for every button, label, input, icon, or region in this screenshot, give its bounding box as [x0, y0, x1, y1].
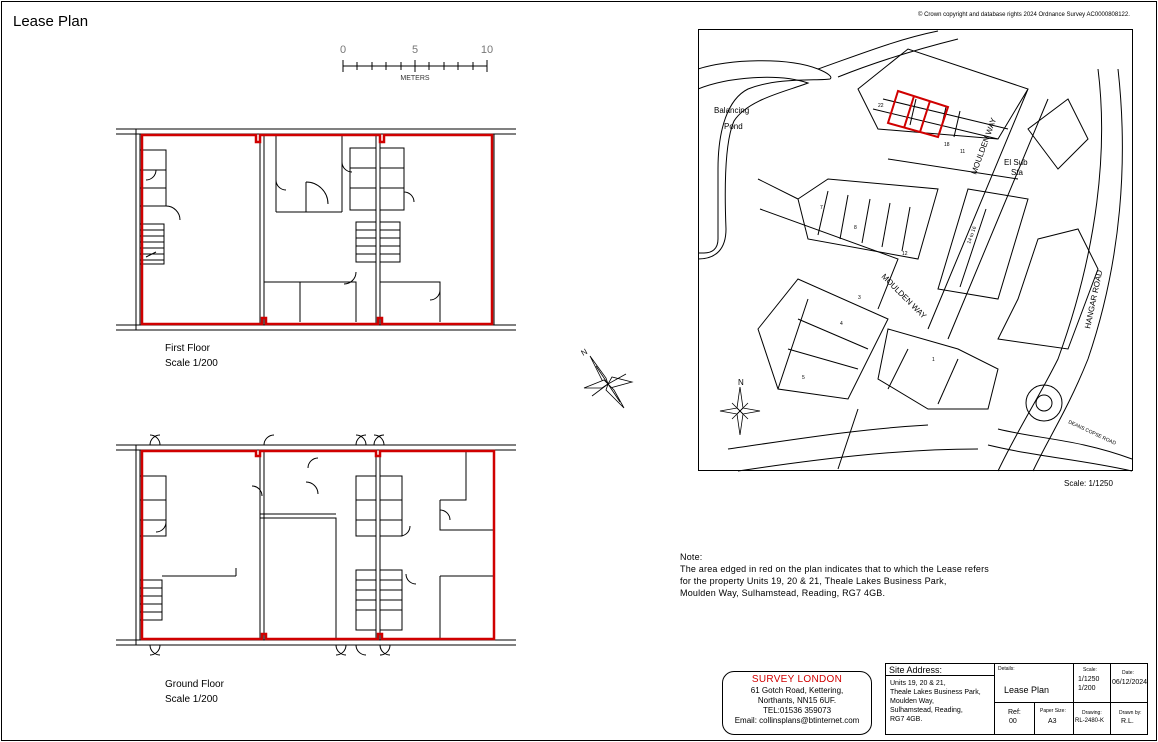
scale-tick-10: 10 — [481, 44, 493, 56]
site-address-line-4: Sulhamstead, Reading, — [890, 707, 963, 714]
scale-tick-0: 0 — [340, 44, 346, 56]
map-unit-4: 4 — [840, 321, 843, 327]
paper-size-label: Paper Size: — [1040, 708, 1066, 714]
map-unit-1: 1 — [932, 357, 935, 363]
site-address-line-2: Theale Lakes Business Park, — [890, 689, 981, 696]
map-unit-18: 18 — [944, 142, 950, 148]
drawn-by-label: Drawn by: — [1119, 710, 1142, 716]
location-map: Balancing Pond MOULDEN WAY MOULDEN WAY E… — [698, 29, 1133, 472]
title-block: Site Address: Units 19, 20 & 21, Theale … — [885, 663, 1148, 735]
site-address-line-3: Moulden Way, — [890, 698, 934, 705]
company-name: SURVEY LONDON — [751, 674, 843, 685]
company-email: Email: collinsplans@btinternet.com — [734, 716, 860, 725]
north-letter-mid: N — [580, 347, 590, 358]
note-heading: Note: — [680, 552, 703, 562]
page-title: Lease Plan — [13, 13, 89, 30]
company-box: SURVEY LONDON 61 Gotch Road, Kettering, … — [722, 671, 872, 735]
map-label-el-sub: El Sub — [1004, 158, 1028, 167]
map-unit-11: 11 — [960, 149, 965, 155]
date-value: 06/12/2024 — [1112, 679, 1148, 686]
note-line-1: The area edged in red on the plan indica… — [680, 564, 989, 574]
copyright-notice: © Crown copyright and database rights 20… — [918, 12, 1130, 18]
drawing-label: Drawing: — [1082, 710, 1102, 716]
north-arrow-icon: N — [580, 347, 634, 409]
company-phone: TEL:01536 359073 — [762, 706, 832, 715]
lease-note: Note: The area edged in red on the plan … — [680, 551, 989, 599]
ground-floor-plan — [116, 434, 516, 656]
map-scale: Scale: 1/1250 — [1064, 479, 1113, 488]
map-unit-3: 3 — [858, 295, 861, 301]
note-line-2: for the property Units 19, 20 & 21, Thea… — [680, 576, 947, 586]
lease-units-19-21-outline — [886, 89, 950, 139]
paper-size-value: A3 — [1048, 718, 1057, 725]
map-north-letter: N — [738, 378, 744, 387]
first-floor-plan — [116, 128, 516, 331]
scale-bar: 0 5 10 METERS — [340, 44, 493, 82]
ground-floor-scale: Scale 1/200 — [165, 694, 218, 705]
date-label: Date: — [1122, 670, 1134, 676]
map-north-arrow-icon — [719, 386, 761, 436]
scale-label: Scale: — [1083, 667, 1097, 673]
map-unit-22: 22 — [878, 103, 884, 109]
ref-value: 00 — [1009, 718, 1017, 725]
scale-tick-5: 5 — [412, 44, 418, 56]
scale-value-1: 1/1250 — [1078, 676, 1100, 683]
map-unit-12: 12 — [902, 251, 908, 257]
scale-unit: METERS — [400, 75, 430, 82]
company-address-1: 61 Gotch Road, Kettering, — [750, 686, 844, 695]
map-unit-7: 7 — [820, 205, 823, 211]
first-floor-scale: Scale 1/200 — [165, 358, 218, 369]
lease-boundary-ground-floor — [140, 449, 496, 641]
details-label: Details: — [998, 666, 1015, 672]
ground-floor-label: Ground Floor — [165, 679, 224, 690]
map-unit-8: 8 — [854, 225, 857, 231]
details-value: Lease Plan — [1004, 685, 1050, 695]
drawn-by-value: R.L. — [1121, 718, 1134, 725]
site-address-label: Site Address: — [889, 665, 943, 675]
scale-value-2: 1/200 — [1078, 685, 1096, 692]
ref-label: Ref: — [1008, 709, 1021, 716]
site-address-line-1: Units 19, 20 & 21, — [890, 680, 946, 687]
company-address-2: Northants, NN15 6UF. — [757, 696, 837, 705]
map-label-balancing: Balancing — [714, 106, 749, 115]
note-line-3: Moulden Way, Sulhamstead, Reading, RG7 4… — [680, 588, 886, 598]
map-label-sta: Sta — [1011, 168, 1024, 177]
map-unit-14-to-16: 14 to 16 — [966, 225, 978, 244]
drawing-value: RL-2480-K — [1075, 718, 1105, 724]
lease-boundary-first-floor — [140, 133, 494, 326]
map-label-pond: Pond — [724, 122, 743, 131]
map-unit-5: 5 — [802, 375, 805, 381]
first-floor-label: First Floor — [165, 343, 210, 354]
site-address-line-5: RG7 4GB. — [890, 716, 923, 723]
